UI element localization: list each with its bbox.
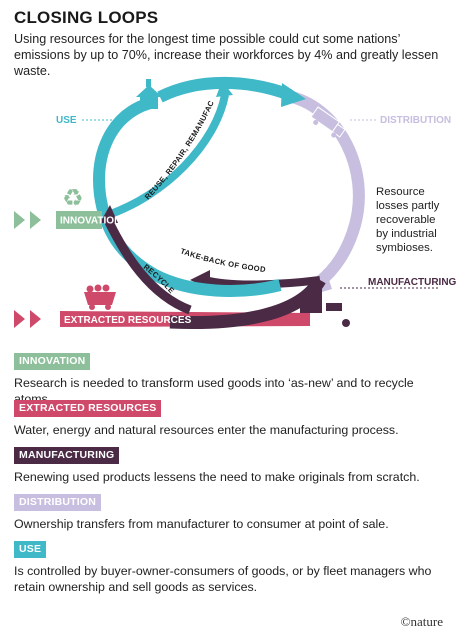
page-subtitle: Using resources for the longest time pos… <box>14 32 439 78</box>
svg-text:symbioses.: symbioses. <box>376 242 433 254</box>
mine-cart-icon <box>84 284 116 310</box>
resource-loss-note: Resource losses partly recoverable by in… <box>376 186 440 254</box>
legend-text-use: Is controlled by buyer-owner-consumers o… <box>14 564 432 594</box>
legend-tag-distribution: DISTRIBUTION <box>14 494 102 511</box>
page-title: CLOSING LOOPS <box>14 8 159 27</box>
use-top-arc <box>157 76 293 103</box>
svg-text:by industrial: by industrial <box>376 228 437 240</box>
legend-tag-use: USE <box>14 541 47 558</box>
svg-text:losses partly: losses partly <box>376 200 440 212</box>
legend-tag-extracted: EXTRACTED RESOURCES <box>14 400 162 417</box>
distribution-label: DISTRIBUTION <box>380 115 451 126</box>
house-icon <box>136 79 162 109</box>
nature-credit: ©nature <box>400 614 443 629</box>
recycle-arrowhead <box>100 205 118 223</box>
svg-text:recoverable: recoverable <box>376 214 436 226</box>
reuse-arc <box>106 94 229 219</box>
svg-text:Resource: Resource <box>376 186 425 198</box>
use-arc <box>93 97 282 297</box>
truck-icon <box>310 106 346 138</box>
recycle-arc <box>103 218 192 315</box>
innovation-flow <box>14 211 102 229</box>
legend-tag-innovation: INNOVATION <box>14 353 91 370</box>
factory-icon <box>300 283 350 327</box>
extracted-label: EXTRACTED RESOURCES <box>64 315 192 326</box>
manufacturing-label: MANUFACTURING <box>368 277 457 288</box>
innovation-label: INNOVATION <box>60 216 121 227</box>
closing-loops-diagram: INNOVATION ♻ REUSE, REPAIR, REMANUFACTUR… <box>0 75 457 329</box>
legend-text-extracted: Water, energy and natural resources ente… <box>14 423 399 437</box>
legend-tag-manufacturing: MANUFACTURING <box>14 447 120 464</box>
legend-text-distribution: Ownership transfers from manufacturer to… <box>14 517 389 531</box>
manufacturing-arc <box>169 276 326 329</box>
use-top-arrowhead <box>281 83 306 107</box>
svg-text:♻: ♻ <box>62 184 84 212</box>
use-label: USE <box>56 115 77 126</box>
recycle-icon: ♻ <box>62 184 84 212</box>
reuse-arrowhead <box>216 81 233 97</box>
legend-text-manufacturing: Renewing used products lessens the need … <box>14 470 420 484</box>
